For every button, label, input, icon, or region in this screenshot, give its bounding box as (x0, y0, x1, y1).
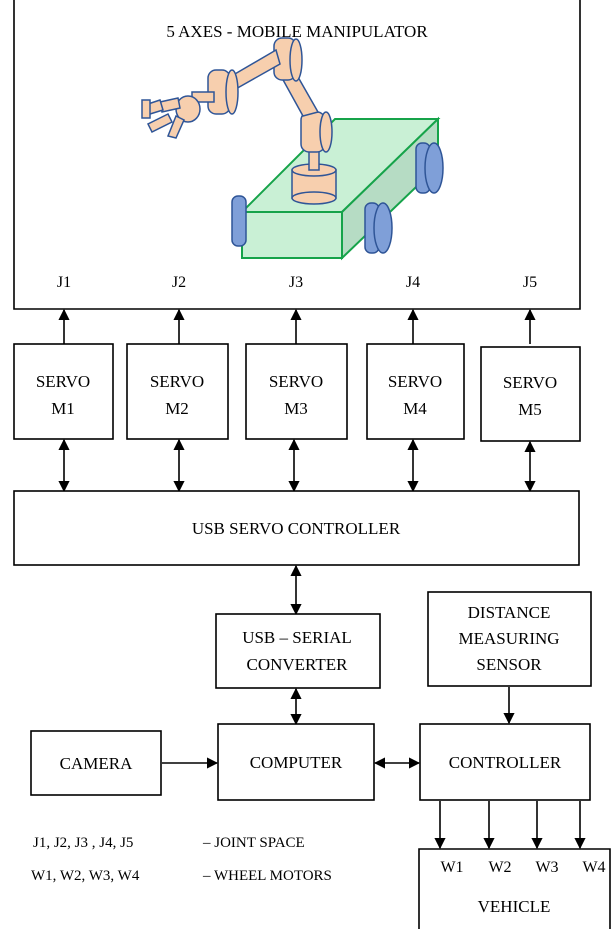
camera-box: CAMERA (30, 730, 162, 796)
legend-joints-codes: J1, J2, J3 , J4, J5 (33, 835, 133, 851)
vehicle-label: VEHICLE (478, 897, 551, 916)
computer-label: COMPUTER (250, 753, 343, 772)
vehicle-platform (239, 116, 441, 261)
wheel-label-w2: W2 (488, 859, 511, 876)
servo-label: M1 (51, 399, 75, 418)
servo-label: M5 (518, 400, 542, 419)
distance-sensor-label: SENSOR (476, 655, 542, 674)
usb-servo-controller-box: USB SERVO CONTROLLER (13, 490, 580, 566)
vehicle-box: W1 W2 W3 W4 VEHICLE (418, 848, 611, 929)
wheel-label-w4: W4 (582, 859, 605, 876)
servo-box-m5: SERVO M5 (480, 346, 581, 442)
manipulator-box: 5 AXES - MOBILE MANIPULATOR (13, 0, 581, 310)
mobile-manipulator-illustration (141, 37, 444, 261)
servo-label: M3 (284, 399, 308, 418)
servo-box-m2: SERVO M2 (126, 343, 229, 440)
legend: J1, J2, J3 , J4, J5 – JOINT SPACE W1, W2… (31, 835, 332, 884)
distance-sensor-label: DISTANCE (468, 603, 551, 622)
servo-box-m4: SERVO M4 (366, 343, 465, 440)
distance-sensor-box: DISTANCE MEASURING SENSOR (427, 591, 592, 687)
servo-box-m3: SERVO M3 (245, 343, 348, 440)
computer-box: COMPUTER (217, 723, 375, 801)
servo-label: M2 (165, 399, 189, 418)
legend-joints-desc: – JOINT SPACE (202, 835, 305, 851)
joint-label-j3: J3 (289, 274, 303, 291)
joint-label-j4: J4 (406, 274, 420, 291)
legend-wheels-codes: W1, W2, W3, W4 (31, 868, 140, 884)
joint-label-j5: J5 (523, 274, 537, 291)
distance-sensor-label: MEASURING (458, 629, 559, 648)
vehicle-controller-box: CONTROLLER (419, 723, 591, 801)
usb-servo-controller-label: USB SERVO CONTROLLER (192, 519, 401, 538)
servo-label: SERVO (150, 372, 204, 391)
robot-arm (141, 37, 333, 153)
wheel-icon (231, 195, 247, 247)
usb-serial-label: USB – SERIAL (242, 628, 352, 647)
usb-serial-converter-box: USB – SERIAL CONVERTER (215, 613, 381, 689)
servo-label: M4 (403, 399, 427, 418)
manipulator-title: 5 AXES - MOBILE MANIPULATOR (166, 22, 428, 41)
wheel-icon (415, 142, 444, 194)
wheel-label-w1: W1 (440, 859, 463, 876)
servo-label: SERVO (388, 372, 442, 391)
camera-label: CAMERA (60, 754, 133, 773)
joint-label-j2: J2 (172, 274, 186, 291)
joint-label-j1: J1 (57, 274, 71, 291)
vehicle-controller-label: CONTROLLER (449, 753, 562, 772)
servo-label: SERVO (36, 372, 90, 391)
arm-base (291, 149, 337, 205)
servo-box-m1: SERVO M1 (13, 343, 114, 440)
wheel-icon (364, 202, 393, 254)
wheel-label-w3: W3 (535, 859, 558, 876)
legend-wheels-desc: – WHEEL MOTORS (202, 868, 332, 884)
usb-serial-label: CONVERTER (247, 655, 349, 674)
servo-label: SERVO (503, 373, 557, 392)
servo-label: SERVO (269, 372, 323, 391)
